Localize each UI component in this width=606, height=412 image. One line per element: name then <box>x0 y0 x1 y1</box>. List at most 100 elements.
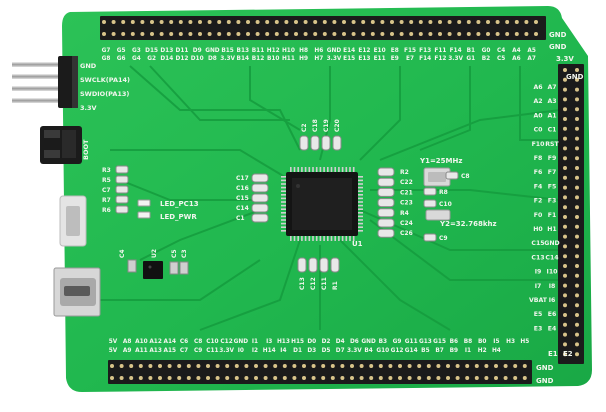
usb-c4-label: C4 <box>119 249 126 258</box>
header-pin-hole <box>274 20 279 24</box>
smd-cap <box>445 171 459 180</box>
bottom-pin-label: I2 <box>252 348 258 354</box>
smd-cap <box>319 257 329 273</box>
header-pin-hole <box>534 32 538 36</box>
bottom-pin-label: D0 <box>307 339 316 345</box>
bottom-pin-label: C12 <box>220 339 232 345</box>
mcu-pin <box>352 167 355 172</box>
mcu-pin <box>358 194 363 196</box>
mcu-chip <box>286 172 358 236</box>
smd-cap-label: C10 <box>439 201 452 208</box>
bottom-header-gnd-label: GND <box>536 364 554 372</box>
header-pin-hole <box>236 20 241 24</box>
smd-cap <box>330 257 340 273</box>
top-pin-label: B12 <box>252 56 265 62</box>
header-pin-hole <box>129 364 134 368</box>
header-pin-hole <box>255 32 260 36</box>
top-pin-label: E8 <box>391 48 399 54</box>
right-pin-label: A0 <box>533 112 543 119</box>
header-pin-hole <box>150 32 154 36</box>
header-pin-hole <box>563 244 567 249</box>
smd-cap <box>308 257 318 273</box>
header-pin-hole <box>177 376 182 380</box>
top-pin-label: 3.3V <box>448 56 463 62</box>
header-pin-hole <box>313 20 318 24</box>
mcu-pin <box>281 194 286 196</box>
header-pin-hole <box>332 20 337 24</box>
smd-cap-label: C15 <box>236 195 249 202</box>
header-pin-hole <box>321 376 326 380</box>
header-pin-hole <box>217 32 222 36</box>
smd-cap-label: C16 <box>236 185 249 192</box>
top-pin-label: B15 <box>221 48 234 54</box>
smd-part <box>115 195 129 204</box>
right-pin-label: F3 <box>548 198 557 205</box>
smd-cap-label: C14 <box>236 205 249 212</box>
bottom-pin-label: GND <box>361 339 376 345</box>
right-pin-label: A3 <box>547 98 556 105</box>
header-pin-hole <box>575 322 579 327</box>
mcu-pin <box>281 226 286 228</box>
bottom-pin-label: A15 <box>164 348 177 354</box>
header-pin-hole <box>575 126 579 131</box>
mcu-pin <box>358 222 363 225</box>
header-pin-hole <box>169 32 174 36</box>
right-pin-label: C14 <box>545 254 559 261</box>
right-pin-label: F9 <box>548 155 557 162</box>
smd-resistor-label: R4 <box>400 210 409 217</box>
smd-resistor-label: C26 <box>400 230 413 237</box>
right-pin-label: E3 <box>534 325 543 332</box>
top-pin-label: A7 <box>527 56 536 62</box>
mcu-pin <box>319 167 322 172</box>
header-pin-hole <box>378 376 383 380</box>
smd-cap <box>251 173 269 183</box>
mcu-pin <box>293 167 296 172</box>
smd-resistor-label: C24 <box>400 220 413 227</box>
header-pin-hole <box>388 376 393 380</box>
header-pin-hole <box>342 32 346 36</box>
header-pin-hole <box>575 166 579 170</box>
header-pin-hole <box>563 77 567 82</box>
mcu-pin <box>281 176 286 178</box>
mcu-pins <box>281 167 363 241</box>
bottom-pin-label: I3 <box>266 339 272 345</box>
header-pin-hole <box>140 20 145 24</box>
mcu-pin <box>281 183 286 185</box>
smd-cap-label: C17 <box>236 175 249 182</box>
bottom-pin-label: B7 <box>435 348 443 354</box>
smd-cap <box>423 199 437 208</box>
header-pin-hole <box>522 364 527 368</box>
top-pin-label: F12 <box>434 56 446 62</box>
top-pin-label: 3.3V <box>220 56 235 62</box>
header-pin-hole <box>563 264 567 268</box>
header-pin-hole <box>563 136 567 141</box>
mcu-pin <box>358 197 363 200</box>
mcu-pin <box>358 208 363 210</box>
header-pin-hole <box>409 32 414 36</box>
header-pin-hole <box>575 117 579 121</box>
top-pin-label: H6 <box>314 48 323 54</box>
bottom-pin-label: A10 <box>135 339 148 345</box>
header-pin-hole <box>575 77 579 82</box>
header-pin-hole <box>129 376 134 380</box>
header-pin-hole <box>380 20 385 24</box>
header-pin-hole <box>111 20 116 24</box>
header-pin-hole <box>330 376 335 380</box>
smd-part-label: R5 <box>102 177 111 184</box>
top-pin-label: G0 <box>482 48 491 54</box>
header-pin-hole <box>351 20 356 24</box>
smd-cap-label: R1 <box>332 281 339 290</box>
top-pin-label: F11 <box>434 48 446 54</box>
header-pin-hole <box>198 20 202 24</box>
mcu-pin <box>281 186 286 189</box>
top-pin-label: E7 <box>406 56 414 62</box>
bottom-pin-label: 5V <box>109 348 118 354</box>
header-pin-hole <box>370 32 375 36</box>
header-pin-hole <box>563 97 567 102</box>
header-pin-hole <box>563 215 567 219</box>
mcu-pin <box>293 236 296 241</box>
header-pin-hole <box>563 205 567 210</box>
